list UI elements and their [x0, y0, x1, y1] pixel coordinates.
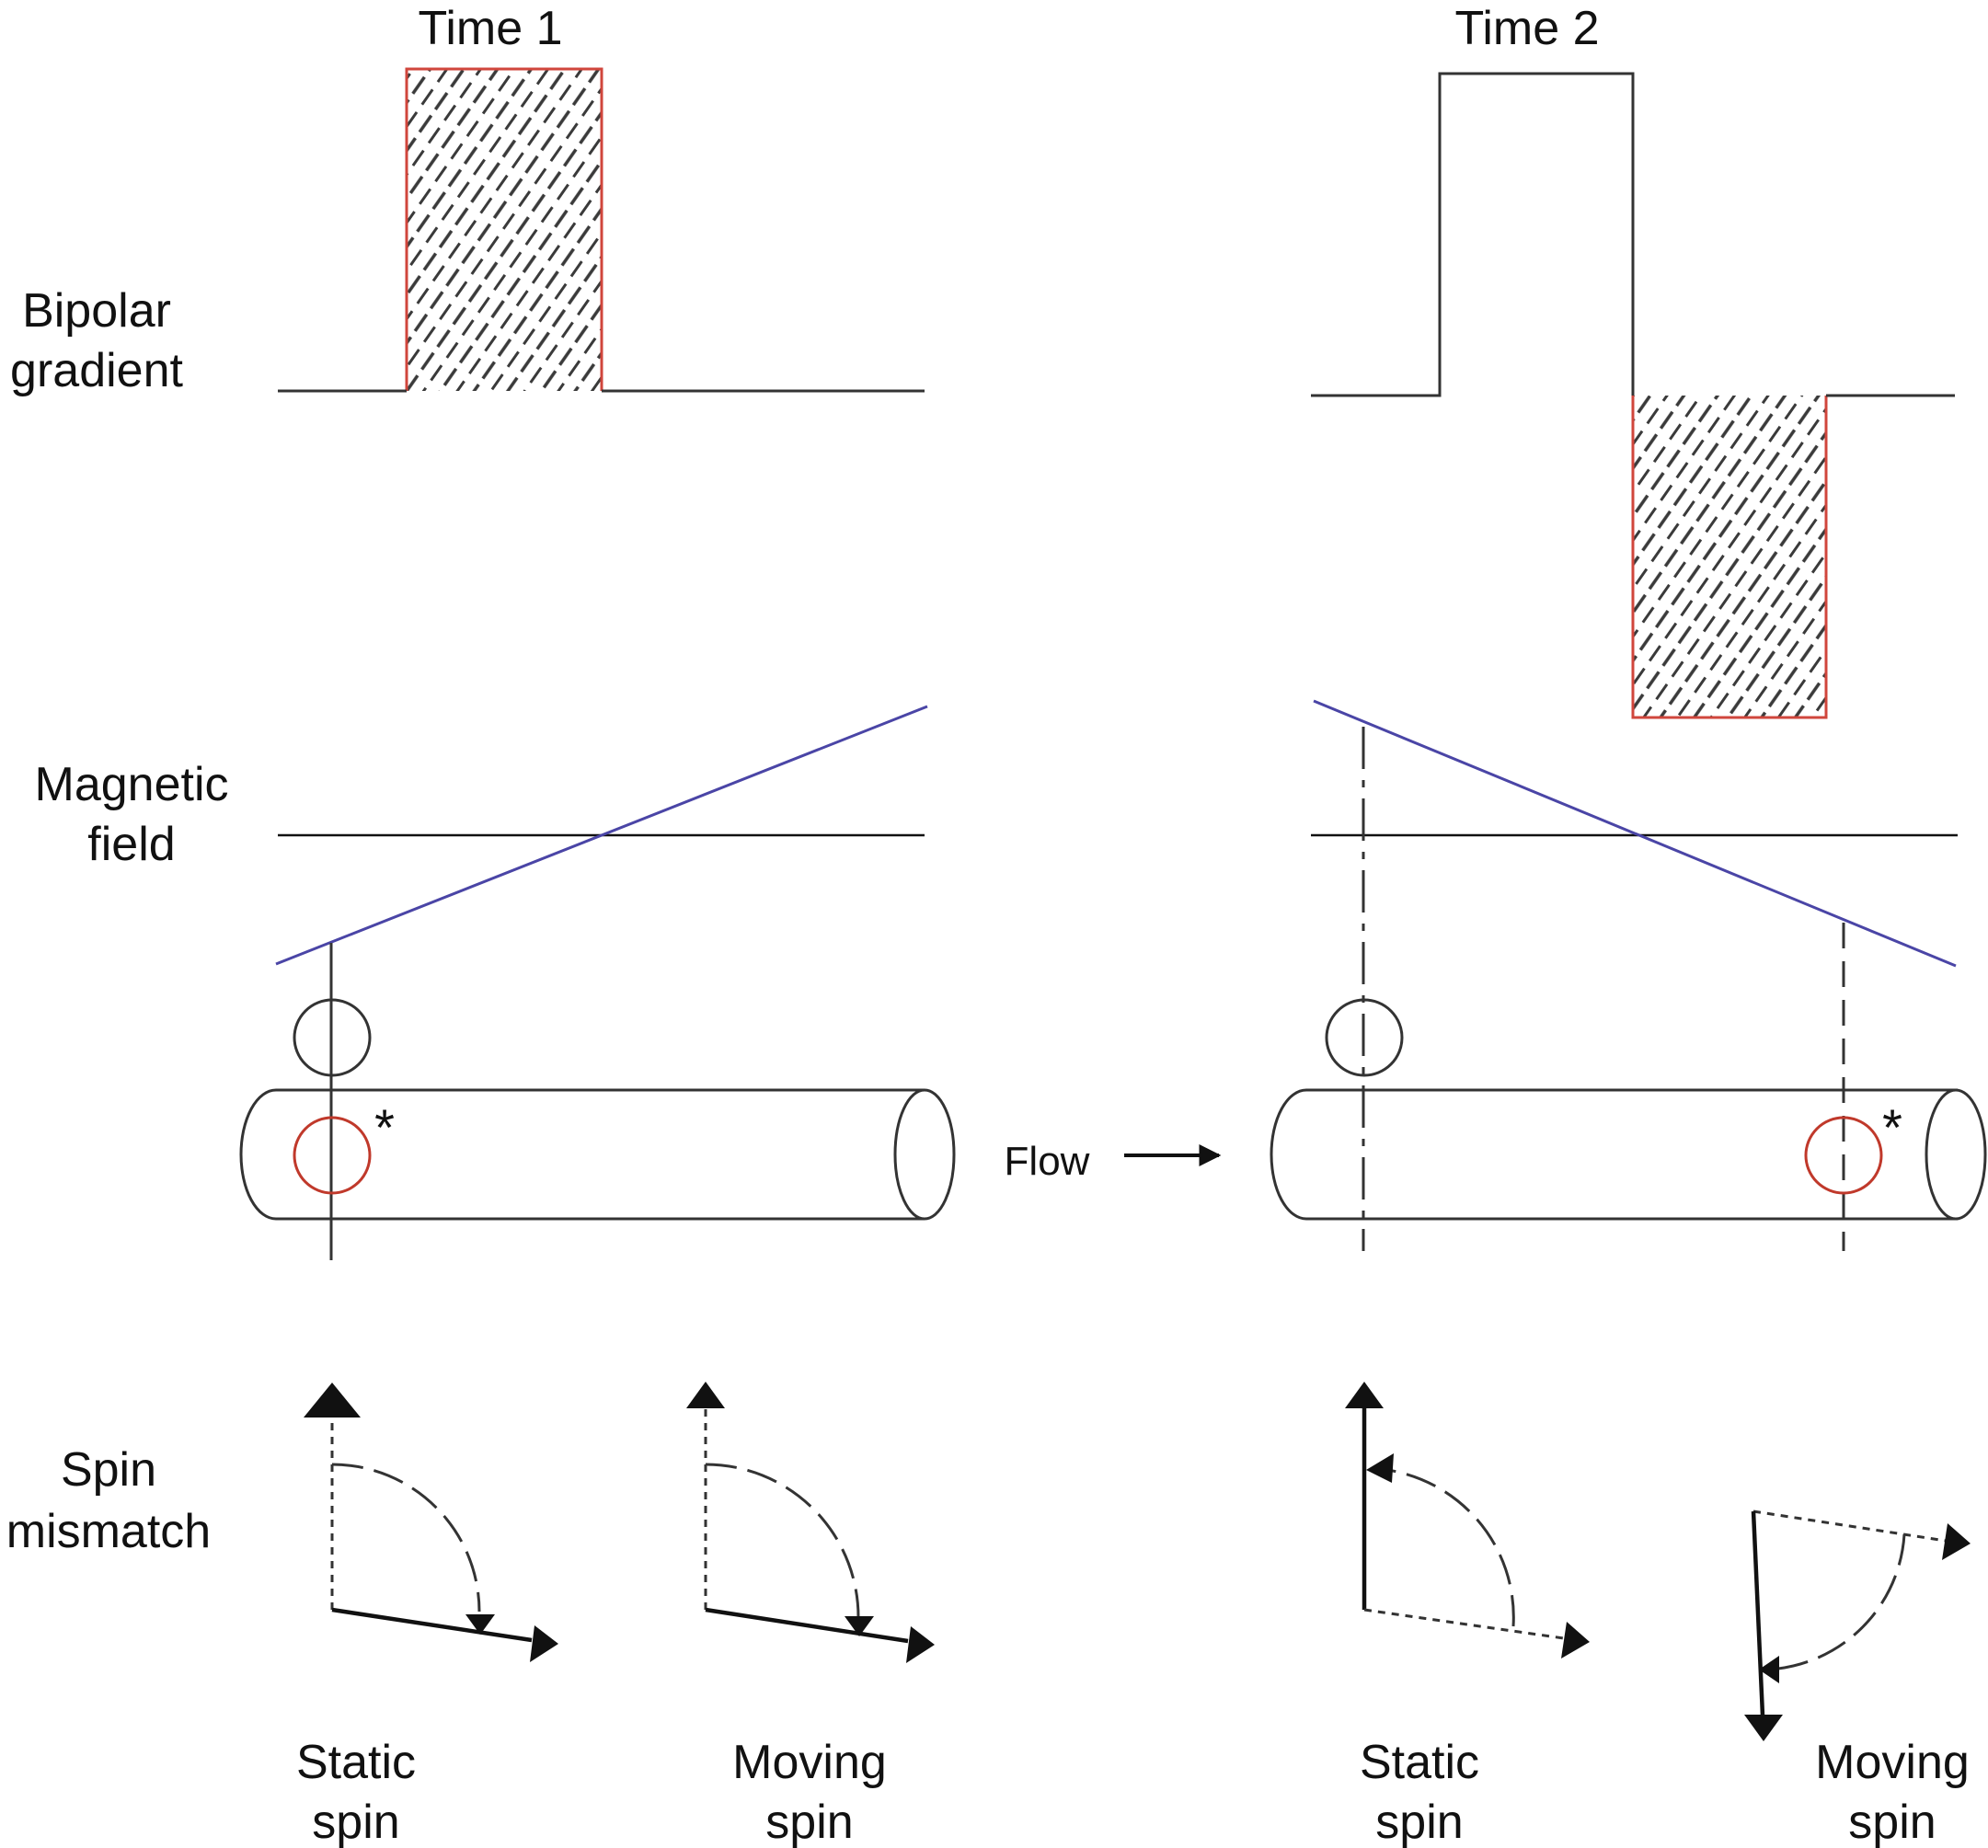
row-label-field-line-1: Magnetic	[35, 758, 229, 811]
time1-gradient-waveform	[278, 67, 925, 393]
time2-magnetic-field	[1311, 699, 1958, 968]
time2-moving-spin-vector	[1744, 1509, 1971, 1741]
time2-static-spin-circle	[1325, 998, 1404, 1077]
spin-label-time1-static-line-2: spin	[312, 1796, 399, 1848]
time2-moving-final-vector	[1751, 1510, 1765, 1716]
time2-vessel: *	[1270, 727, 1987, 1251]
spin-label-time2-moving-line-2: spin	[1848, 1796, 1936, 1848]
time2-moving-return-arrowhead	[1759, 1656, 1779, 1683]
time1-moving-final-vector	[705, 1607, 909, 1644]
time1-moving-rotation-arc	[705, 1463, 860, 1618]
time2-vessel-body	[1270, 1088, 1958, 1221]
spin-label-time2-moving-line-1: Moving	[1815, 1736, 1970, 1789]
time2-static-spin-vector	[1345, 1382, 1590, 1659]
header-time-1: Time 1	[419, 2, 563, 55]
row-label-magnetic-field: Magnetic field	[35, 758, 229, 871]
time2-moving-spin-marker: *	[1882, 1098, 1902, 1156]
time1-static-spin-circle	[293, 998, 372, 1077]
time1-moving-spin-marker: *	[374, 1098, 395, 1156]
time1-moving-rotation-arrowhead	[845, 1616, 874, 1636]
time2-field-gradient-line	[1313, 699, 1957, 968]
time2-static-rotation-arc	[1386, 1468, 1515, 1627]
spin-label-time1-static-line-1: Static	[296, 1736, 416, 1789]
spin-label-time2-static: Static spin	[1360, 1736, 1479, 1848]
time2-static-initial-arrowhead	[1345, 1382, 1384, 1408]
time1-moving-spin-circle	[293, 1116, 372, 1195]
time2-static-rotated-arrowhead	[1561, 1622, 1590, 1659]
spin-label-time1-moving: Moving spin	[732, 1736, 887, 1848]
time1-moving-initial-arrowhead	[686, 1382, 725, 1408]
time2-gradient-waveform	[1311, 72, 1955, 719]
row-label-spin-line-2: mismatch	[6, 1505, 211, 1558]
time2-moving-initial-arrowhead	[1942, 1523, 1971, 1560]
flow-label: Flow	[1005, 1139, 1090, 1184]
row-label-field-line-2: field	[87, 818, 175, 871]
row-label-gradient-line-1: Bipolar	[22, 284, 171, 338]
time1-moving-final-arrowhead	[906, 1626, 935, 1663]
time2-moving-rotation-arc	[1767, 1533, 1906, 1671]
spin-label-time1-moving-line-2: spin	[765, 1796, 853, 1848]
time1-magnetic-field	[275, 705, 928, 966]
time1-vessel: *	[239, 943, 956, 1260]
time1-gradient-lobe-edge	[405, 67, 603, 391]
time1-static-rotation-arrowhead	[465, 1614, 495, 1635]
header-time-2: Time 2	[1455, 2, 1600, 55]
row-label-gradient-line-2: gradient	[10, 344, 183, 397]
spin-label-time2-moving: Moving spin	[1815, 1736, 1970, 1848]
time2-static-rotated-vector	[1363, 1608, 1565, 1640]
time1-moving-spin-vector	[686, 1382, 935, 1663]
time1-field-gradient-line	[275, 705, 928, 966]
row-label-bipolar-gradient: Bipolar gradient	[10, 284, 183, 397]
spin-label-time2-static-line-1: Static	[1360, 1736, 1479, 1789]
spin-label-time1-static: Static spin	[296, 1736, 416, 1848]
time1-static-rotation-arc	[331, 1463, 481, 1613]
time1-static-final-vector	[331, 1607, 533, 1643]
row-label-spin-line-1: Spin	[61, 1443, 156, 1497]
time1-static-spin-vector	[304, 1383, 558, 1662]
time1-gradient-lobe	[407, 69, 602, 391]
time1-vessel-body	[239, 1088, 925, 1221]
time2-moving-spin-circle	[1804, 1116, 1883, 1195]
time1-static-final-arrowhead	[530, 1625, 558, 1662]
time2-gradient-positive-lobe	[1311, 72, 1635, 397]
time2-gradient-negative-lobe	[1633, 396, 1826, 717]
time2-gradient-negative-lobe-edge	[1631, 396, 1828, 719]
time2-vessel-end	[1925, 1088, 1987, 1221]
spin-label-time1-moving-line-1: Moving	[732, 1736, 887, 1789]
time2-static-return-arrowhead	[1366, 1453, 1394, 1483]
spin-label-time2-static-line-2: spin	[1375, 1796, 1463, 1848]
row-label-spin-mismatch: Spin mismatch	[6, 1443, 211, 1558]
time1-vessel-end	[893, 1088, 956, 1221]
time2-moving-final-arrowhead	[1744, 1715, 1783, 1741]
time1-static-initial-arrowhead	[304, 1383, 361, 1418]
time2-moving-initial-vector	[1752, 1509, 1947, 1543]
